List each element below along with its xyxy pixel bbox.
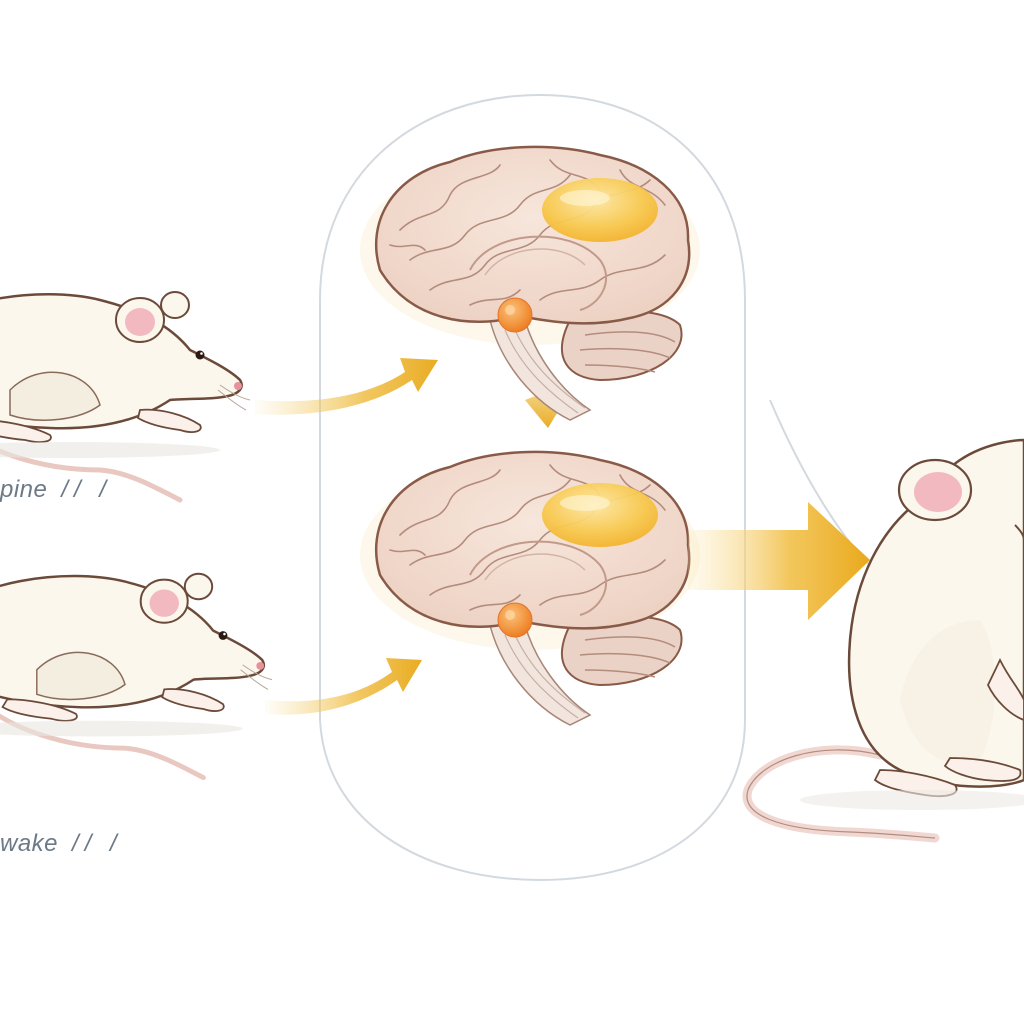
rat-icon-standing: [742, 438, 1024, 843]
condition-label-top-text: pine: [0, 476, 48, 503]
rat-icon-bottom: [0, 574, 272, 778]
arrow-icon-top: [255, 358, 438, 415]
arrow-icon-bottom: [265, 658, 422, 715]
slash-mark-bottom: // /: [72, 830, 123, 857]
brain-icon-bottom: [358, 450, 702, 727]
grouping-outline: [319, 93, 746, 882]
arrow-icon-large: [688, 502, 870, 620]
condition-label-top: pine // /: [0, 476, 112, 504]
condition-label-bottom: wake // /: [0, 830, 123, 858]
rat-icon-top: [0, 292, 250, 500]
slash-mark-top: // /: [61, 476, 113, 503]
condition-label-bottom-text: wake: [0, 830, 59, 857]
